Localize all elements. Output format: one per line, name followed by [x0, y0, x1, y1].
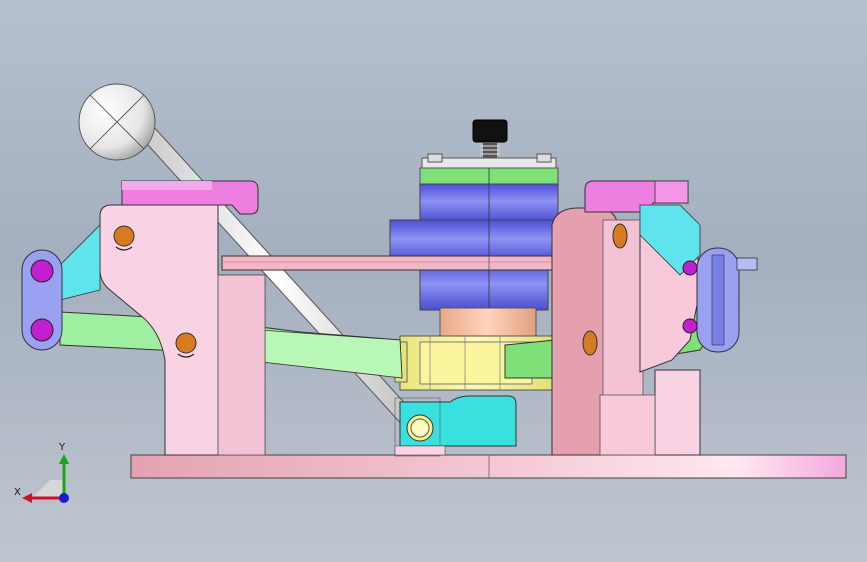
- nut: [472, 119, 508, 143]
- axis-triad: [22, 454, 69, 503]
- x-axis-label: X: [14, 487, 21, 498]
- pivot-pin-top-left: [30, 259, 54, 283]
- clamp-block: [394, 395, 517, 457]
- horizontal-bar: [221, 255, 579, 271]
- pivot-pin-bottom-right: [682, 318, 698, 334]
- right-link: [639, 204, 758, 353]
- left-link: [21, 224, 101, 351]
- pin-right-upper: [612, 223, 628, 249]
- y-axis-label: Y: [59, 442, 66, 453]
- pin-right-lower: [582, 330, 598, 356]
- pin-left-upper: [113, 225, 135, 247]
- z-axis-dot: [59, 493, 69, 503]
- left-support: [99, 204, 266, 456]
- pin-left-lower: [175, 332, 197, 354]
- pivot-pin-top-right: [682, 260, 698, 276]
- base-plate: [130, 454, 847, 479]
- right-pad: [584, 180, 689, 213]
- pivot-pin-bottom-left: [30, 318, 54, 342]
- left-pad: [121, 180, 259, 215]
- pins: [113, 223, 628, 358]
